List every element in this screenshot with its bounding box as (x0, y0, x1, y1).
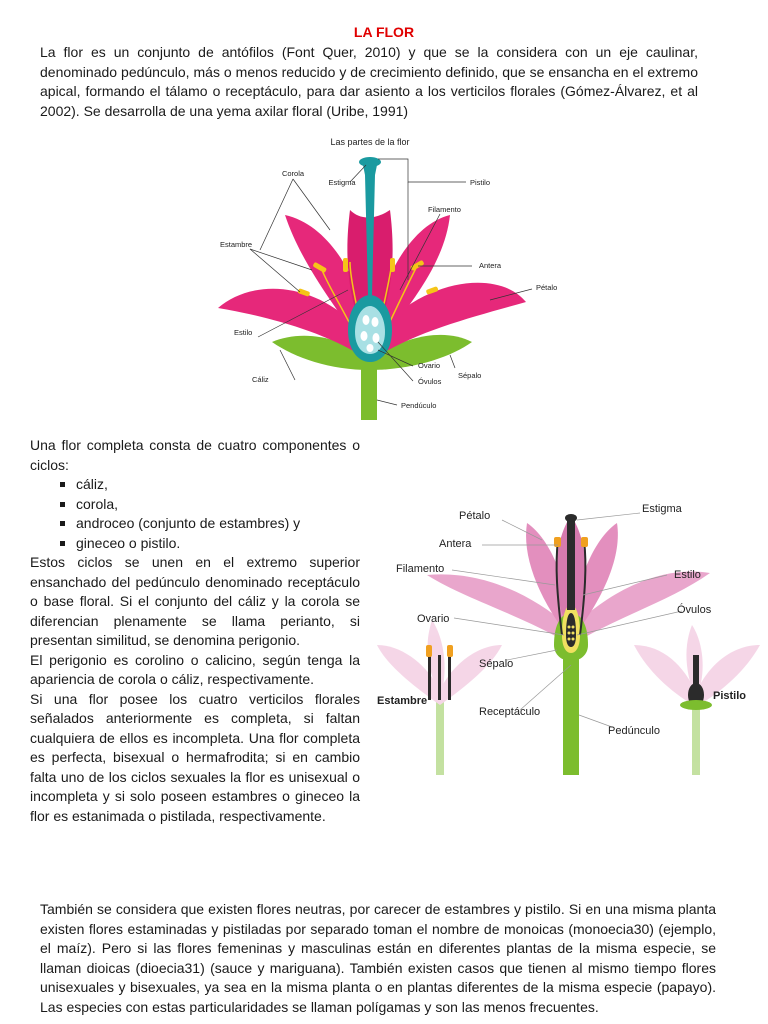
leader-lines (249, 158, 533, 406)
flower-anatomy-diagram: Pétalo Estigma Antera Filamento Estilo O… (377, 503, 760, 775)
label-estilo: Estilo (234, 328, 252, 337)
pistil-style-shape (363, 165, 377, 295)
label-pistilo: Pistilo (713, 690, 746, 702)
pistillate-pistil-shape (680, 655, 712, 710)
label-estigma: Estigma (328, 178, 356, 187)
anthers-shape (554, 537, 588, 547)
components-list: cáliz, corola, androceo (conjunto de est… (30, 475, 360, 553)
stigma-shape (359, 157, 381, 167)
label-filamento: Filamento (428, 205, 461, 214)
style-shape (567, 520, 575, 610)
intro-paragraph: La flor es un conjunto de antófilos (Fon… (40, 44, 698, 119)
label-petalo: Pétalo (459, 510, 490, 522)
ovules-shape (360, 315, 380, 352)
label-filamento: Filamento (396, 563, 444, 575)
filaments-shape (555, 539, 587, 636)
label-sepalo: Sépalo (479, 658, 513, 670)
label-pedunculo: Pedúnculo (608, 725, 660, 737)
label-antera: Antera (439, 538, 472, 550)
body-paragraph: Estos ciclos se unen en el extremo super… (30, 554, 360, 648)
stem-shape (361, 365, 377, 420)
label-estambre: Estambre (220, 240, 252, 249)
components-intro: Una flor completa consta de cuatro compo… (30, 437, 360, 473)
components-section: Una flor completa consta de cuatro compo… (30, 436, 360, 826)
label-pistilo: Pistilo (470, 178, 490, 187)
stigma-shape (565, 514, 577, 522)
petal-shape (218, 288, 360, 355)
label-antera: Antera (479, 261, 502, 270)
petal-shape (372, 215, 450, 345)
sepal-left-shape (272, 335, 370, 370)
label-estambre: Estambre (377, 695, 427, 707)
label-caliz: Cáliz (252, 375, 269, 384)
pedunculo-shape (563, 645, 579, 775)
label-estilo: Estilo (674, 569, 701, 581)
petal-shape (571, 571, 710, 645)
label-estigma: Estigma (642, 503, 683, 515)
list-item: gineceo o pistilo. (60, 534, 360, 554)
petal-shape (380, 282, 526, 355)
label-ovario: Ovario (418, 361, 440, 370)
ovules-shape (567, 625, 575, 641)
flower-parts-diagram: Las partes de la flor (218, 137, 557, 420)
label-receptaculo: Receptáculo (479, 706, 540, 718)
leader-lines (451, 512, 683, 728)
body-paragraph: Si una flor posee los cuatro verticilos … (30, 690, 360, 824)
list-item: cáliz, (60, 475, 360, 495)
label-ovulos: Óvulos (677, 603, 712, 616)
list-item: androceo (conjunto de estambres) y (60, 514, 360, 534)
staminate-stamens-shape (426, 645, 453, 700)
body-paragraph: El perigonio es corolino o calicino, seg… (30, 651, 360, 688)
document-title: LA FLOR (353, 24, 415, 40)
petal-shape (427, 574, 571, 645)
label-corola: Corola (282, 169, 305, 178)
label-ovario: Ovario (417, 613, 449, 625)
ovary-inner-shape (566, 613, 576, 647)
label-sepalo: Sépalo (458, 371, 481, 380)
list-item: corola, (60, 495, 360, 515)
bottom-paragraph: También se considera que existen flores … (40, 901, 716, 1015)
anthers-shape (297, 258, 439, 297)
label-pedunculo: Pendúculo (401, 401, 436, 410)
label-petalo: Pétalo (536, 283, 557, 292)
diagram-title: Las partes de la flor (330, 137, 409, 147)
label-ovulos: Óvulos (418, 377, 442, 386)
